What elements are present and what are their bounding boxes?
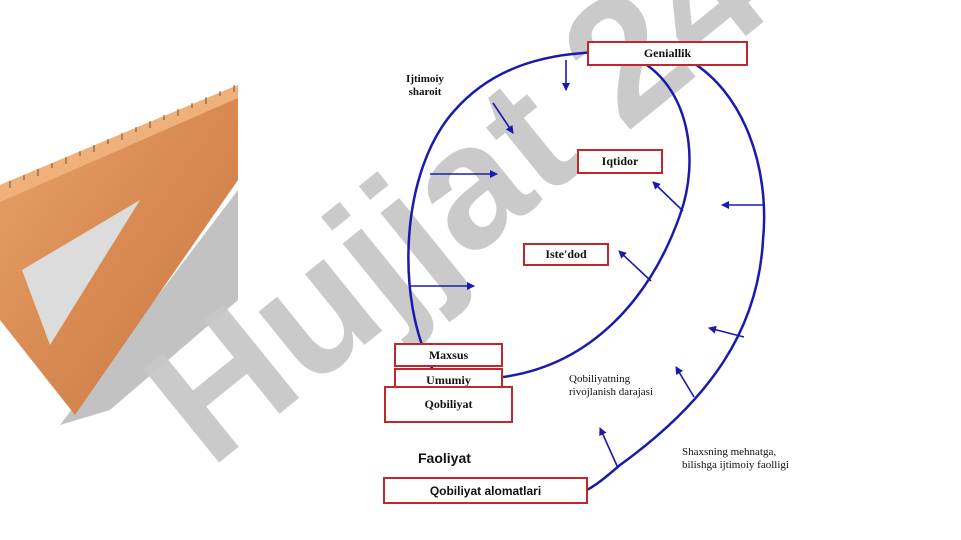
qobiliyat-label: Qobiliyat	[424, 397, 473, 411]
inner-curve	[502, 56, 691, 379]
ijtimoiy-sharoit-label: Ijtimoiy sharoit	[406, 73, 444, 98]
shaxsning-faolligi-label: Shaxsning mehnatga, bilishga ijtimoiy fa…	[682, 446, 789, 471]
qobiliyat-alomatlari-label: Qobiliyat alomatlari	[429, 483, 542, 498]
arrow	[652, 181, 684, 212]
triangle-ruler-icon	[0, 85, 238, 425]
rivojlanish-darajasi-label: Qobiliyatning rivojlanish darajasi	[569, 373, 654, 398]
iqtidor-label: Iqtidor	[601, 154, 639, 168]
faoliyat-label: Faoliyat	[418, 450, 471, 466]
iqtidor-box: Iqtidor	[577, 149, 663, 174]
isteddod-box: Iste'dod	[523, 243, 609, 266]
arrow	[708, 325, 745, 338]
arrow	[618, 250, 652, 282]
maxsus-label: Maxsus	[428, 347, 469, 362]
arrow	[599, 427, 619, 469]
umumiy-label: Umumiy	[426, 372, 471, 387]
qobiliyat-box: Qobiliyat	[384, 386, 513, 423]
outer-curve	[584, 56, 766, 493]
outer-oval	[407, 50, 611, 371]
arrow	[492, 102, 514, 134]
geniallik-box: Geniallik	[587, 41, 748, 66]
arrow	[675, 366, 695, 398]
qobiliyat-alomatlari-box: Qobiliyat alomatlari	[383, 477, 588, 504]
isteddod-label: Iste'dod	[545, 247, 587, 261]
geniallik-label: Geniallik	[643, 46, 692, 60]
maxsus-box: Maxsus	[394, 343, 503, 367]
